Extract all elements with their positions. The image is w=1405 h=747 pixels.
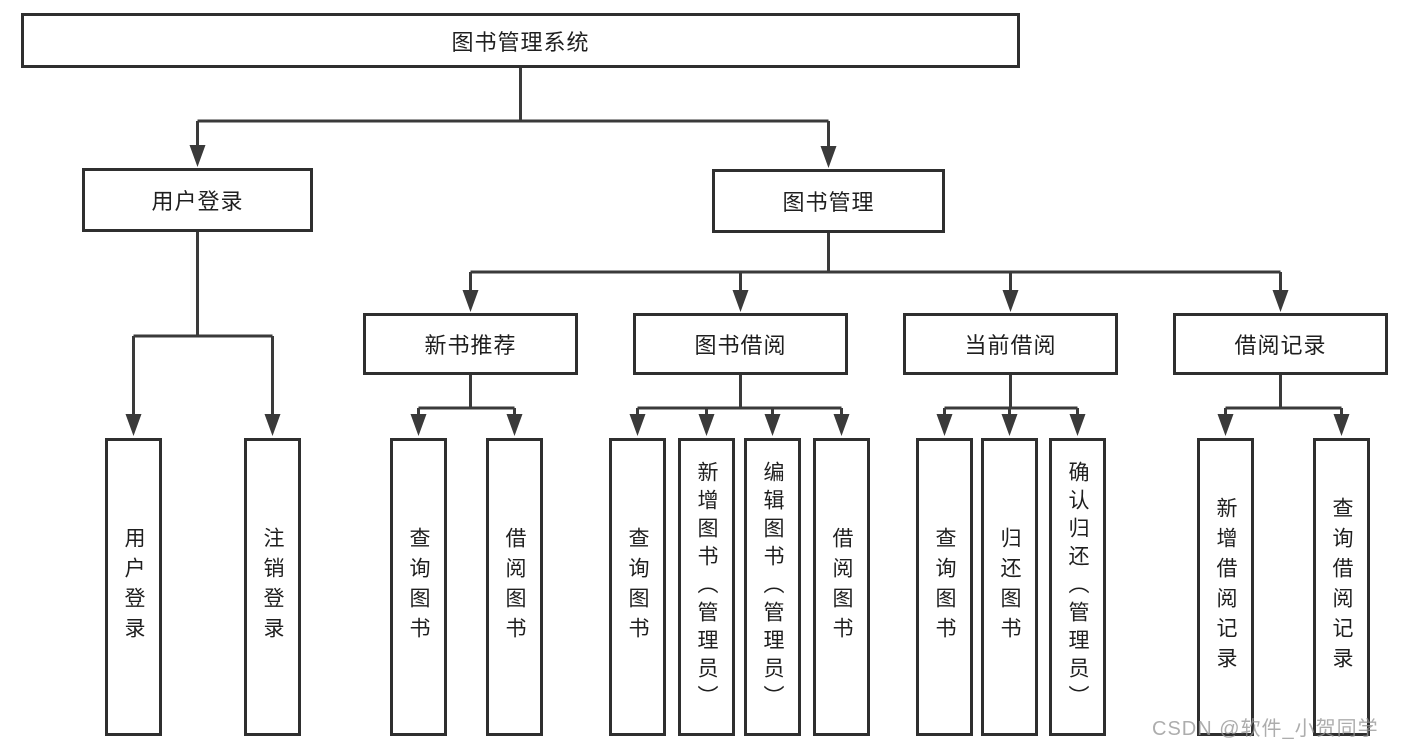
node-borrow-records: 借阅记录 — [1173, 313, 1388, 375]
watermark: CSDN @软件_小贺同学 — [1152, 718, 1379, 740]
leaf-user-login: 用户登录 — [105, 438, 162, 736]
connector-new-book-recommendation-children — [410, 375, 523, 436]
connector-user-login-children — [125, 232, 281, 436]
leaf-borrow-books-recommend: 借阅图书 — [486, 438, 543, 736]
leaf-logout: 注销登录 — [244, 438, 301, 736]
node-book-management: 图书管理 — [712, 169, 945, 233]
leaf-query-borrow-record: 查询借阅记录 — [1313, 438, 1370, 736]
node-user-login: 用户登录 — [82, 168, 313, 232]
leaf-edit-books-admin: 编辑图书（管理员） — [744, 438, 801, 736]
leaf-borrow-books-borrowing: 借阅图书 — [813, 438, 870, 736]
leaf-query-books-borrowing: 查询图书 — [609, 438, 666, 736]
leaf-add-borrow-record: 新增借阅记录 — [1197, 438, 1254, 736]
leaf-query-books-current: 查询图书 — [916, 438, 973, 736]
leaf-add-books-admin: 新增图书（管理员） — [678, 438, 735, 736]
leaf-query-books-recommend: 查询图书 — [390, 438, 447, 736]
node-new-book-recommendation: 新书推荐 — [363, 313, 578, 375]
connector-current-borrowing-children — [936, 375, 1086, 436]
connector-borrow-records-children — [1217, 375, 1350, 436]
leaf-confirm-return-admin: 确认归还（管理员） — [1049, 438, 1106, 736]
leaf-return-books: 归还图书 — [981, 438, 1038, 736]
connector-book-borrowing-children — [629, 375, 850, 436]
node-current-borrowing: 当前借阅 — [903, 313, 1118, 375]
connector-book-management-children — [462, 233, 1289, 312]
node-book-borrowing: 图书借阅 — [633, 313, 848, 375]
connector-root-to-level2 — [189, 68, 837, 168]
node-root: 图书管理系统 — [21, 13, 1020, 68]
